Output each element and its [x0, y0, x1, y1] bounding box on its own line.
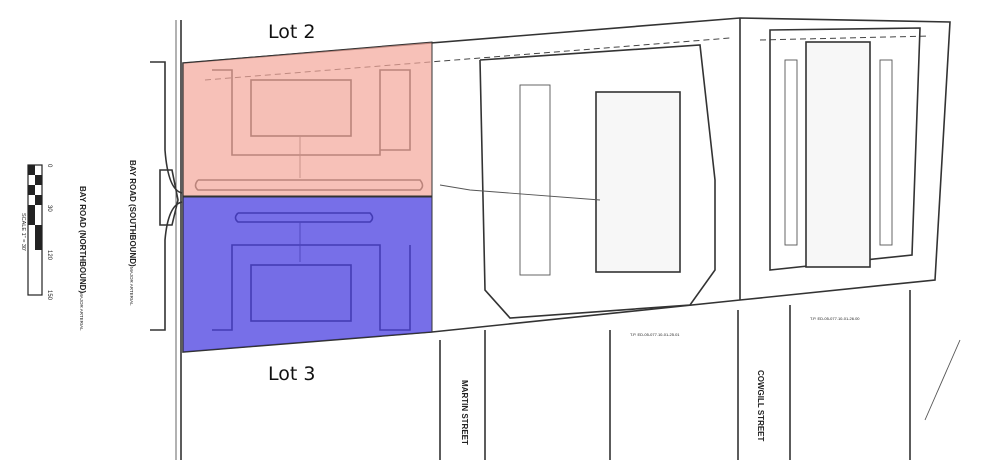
scale-label: SCALE 1" = 30' — [20, 213, 26, 251]
scale-tick-150: 150 — [46, 290, 52, 301]
southbound-class-label: MAJOR ARTERIAL — [129, 267, 134, 306]
bay-road-edges — [150, 20, 183, 460]
lot-2-overlay[interactable] — [182, 41, 433, 197]
lot-3-overlay[interactable] — [182, 196, 433, 353]
bay-road-northbound-label: BAY ROAD (NORTHBOUND) — [78, 186, 87, 293]
median-island — [159, 169, 179, 226]
lot-2-label: Lot 2 — [268, 21, 315, 43]
parcel-note-1: T.P. ED-05-077.10-01-25.01 — [630, 332, 680, 337]
street-lines — [439, 290, 961, 460]
middle-parcel-layout — [439, 44, 716, 319]
bay-road-southbound-label: BAY ROAD (SOUTHBOUND) — [128, 160, 137, 267]
parcel-note-2: T.P. ED-05-077.10-01-26.00 — [810, 316, 860, 321]
lot-3-label: Lot 3 — [268, 363, 315, 385]
scale-tick-120: 120 — [46, 250, 52, 261]
scale-tick-30: 30 — [46, 205, 52, 212]
middle-building — [595, 91, 681, 273]
martin-street-label: MARTIN STREET — [460, 380, 469, 445]
northbound-class-label: MAJOR ARTERIAL — [79, 292, 84, 331]
scale-tick-0: 0 — [46, 164, 52, 168]
right-building — [805, 41, 871, 268]
cowgill-street-label: COWGILL STREET — [756, 370, 765, 442]
right-parcel-layout — [769, 27, 921, 271]
scale-bar: 0 30 120 150 SCALE 1" = 30' — [20, 164, 52, 301]
